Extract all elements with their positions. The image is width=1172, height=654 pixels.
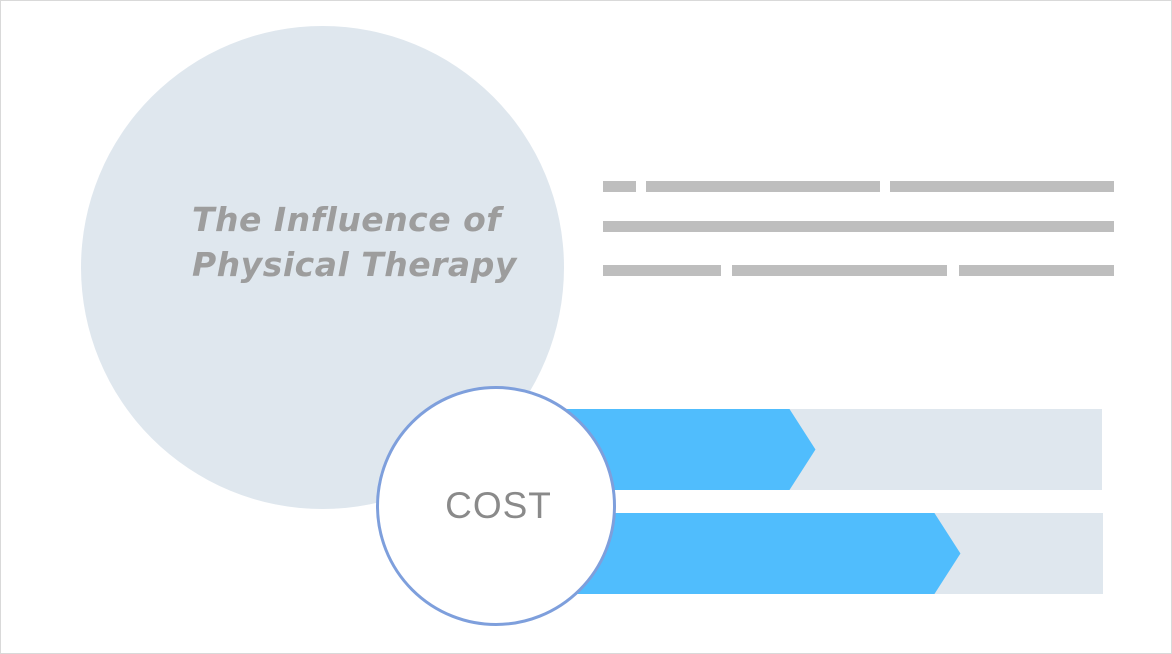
progress-fill-bottom <box>501 513 961 594</box>
placeholder-line <box>959 265 1114 276</box>
title-line-2: Physical Therapy <box>192 245 517 284</box>
placeholder-line <box>732 265 947 276</box>
placeholder-line <box>603 181 636 192</box>
slide-title: The Influence of Physical Therapy <box>192 197 517 287</box>
placeholder-line <box>603 265 721 276</box>
placeholder-line <box>646 181 880 192</box>
title-line-1: The Influence of <box>192 200 502 239</box>
placeholder-line <box>603 221 1114 232</box>
placeholder-line <box>890 181 1114 192</box>
cost-label: COST <box>445 485 552 526</box>
cost-badge: COST <box>376 386 616 626</box>
